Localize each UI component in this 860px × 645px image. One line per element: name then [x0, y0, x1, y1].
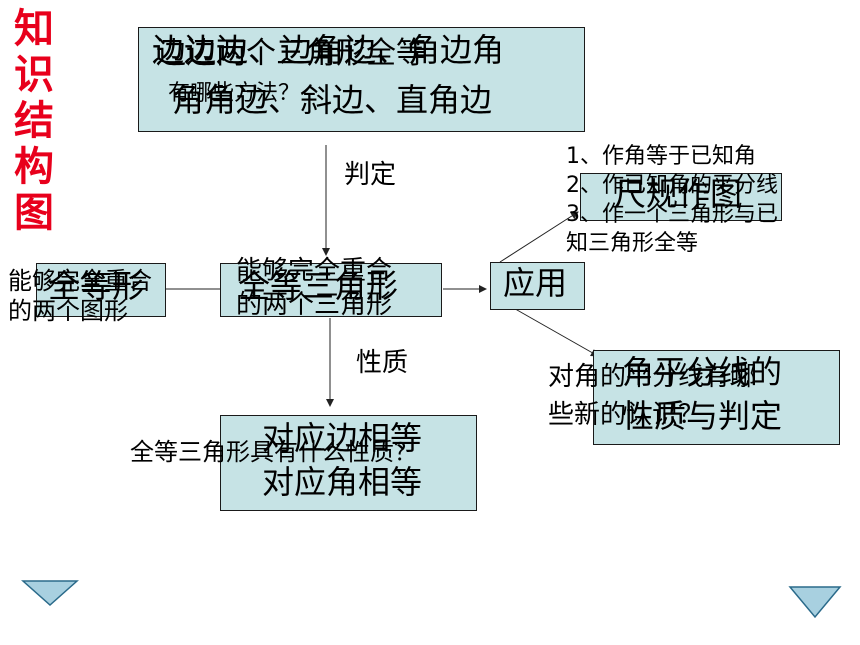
angle-bisector-question: 对角的平分线有哪 些新的认识？: [548, 358, 756, 434]
ruler-compass-list: 1、作角等于已知角 2、作已知角的平分线 3、作一个三角形与已 知三角形全等: [566, 142, 778, 258]
judgment-methods-text: 边边边、边角边、: [152, 31, 409, 69]
application-label: 应用: [503, 264, 568, 302]
judgment-methods-line2: 角角边、斜边、直角边: [172, 81, 493, 119]
top-judgment-box: [138, 27, 585, 132]
triangle-down-icon: [788, 586, 842, 619]
definition-line: 能够完全重合: [236, 256, 393, 286]
title-char: 知: [14, 5, 54, 52]
definition-line: 的两个图形: [8, 297, 128, 325]
congruent-triangle-label: 全等三角形: [238, 267, 399, 305]
vertical-title: 知 识 结 构 图: [8, 6, 60, 236]
congruent-figure-definition: 能够完全重合 的两个图形: [8, 266, 152, 326]
judgment-question-text: 边边两个三角形全等: [156, 36, 426, 71]
property-question: 全等三角形具有什么性质？: [130, 438, 418, 466]
title-char: 识: [14, 51, 54, 98]
judgment-methods-text: 、斜边、直角边: [268, 81, 493, 119]
property-line1: 对应边相等: [262, 419, 423, 457]
judgment-question-line1: 边边两个三角形全等: [156, 38, 426, 70]
list-item: 2、作已知角的平分线: [566, 173, 778, 198]
list-item: 1、作角等于已知角: [566, 144, 756, 169]
judgment-question-text: 有哪些方法？: [168, 81, 301, 106]
arrow-apply-to-ruler: [499, 211, 579, 263]
judgment-methods-text: 角角边: [172, 81, 269, 119]
congruent-figure-box: [36, 263, 166, 317]
title-char: 结: [14, 97, 54, 144]
judgment-methods-line1: 边边边、边角边、角边角: [152, 31, 505, 69]
list-item: 知三角形全等: [566, 231, 699, 256]
congruent-triangle-definition: 能够完全重合 的两个三角形: [236, 254, 392, 322]
angle-bisector-box: [593, 350, 840, 445]
judgment-question-line2: 有哪些方法？: [168, 82, 300, 105]
triangle-down-icon: [21, 580, 79, 607]
title-char: 构: [14, 143, 54, 190]
congruent-figure-label: 全等形: [48, 267, 145, 305]
angle-bisector-line1: 角平分线的: [622, 353, 783, 391]
question-line: 对角的平分线有哪: [548, 362, 757, 392]
judgment-methods-text: 角边角: [408, 31, 505, 69]
question-line: 些新的认识？: [548, 400, 705, 430]
property-line2: 对应角相等: [262, 463, 423, 501]
ruler-compass-box: [580, 173, 782, 221]
application-box: [490, 262, 585, 310]
list-item: 3、作一个三角形与已: [566, 202, 778, 227]
definition-line: 能够完全重合: [8, 267, 152, 295]
next-slide-button[interactable]: [790, 587, 840, 617]
property-box: [220, 415, 477, 511]
label-judge: 判定: [344, 160, 397, 190]
prev-slide-button[interactable]: [23, 581, 77, 605]
title-char: 图: [14, 189, 54, 236]
label-property: 性质: [356, 348, 409, 378]
angle-bisector-line2: 性质与判定: [622, 397, 783, 435]
congruent-triangle-box: [220, 263, 442, 317]
arrow-apply-to-bisector: [509, 305, 599, 357]
ruler-compass-label: 尺规作图: [614, 175, 743, 213]
definition-line: 的两个三角形: [236, 290, 393, 320]
